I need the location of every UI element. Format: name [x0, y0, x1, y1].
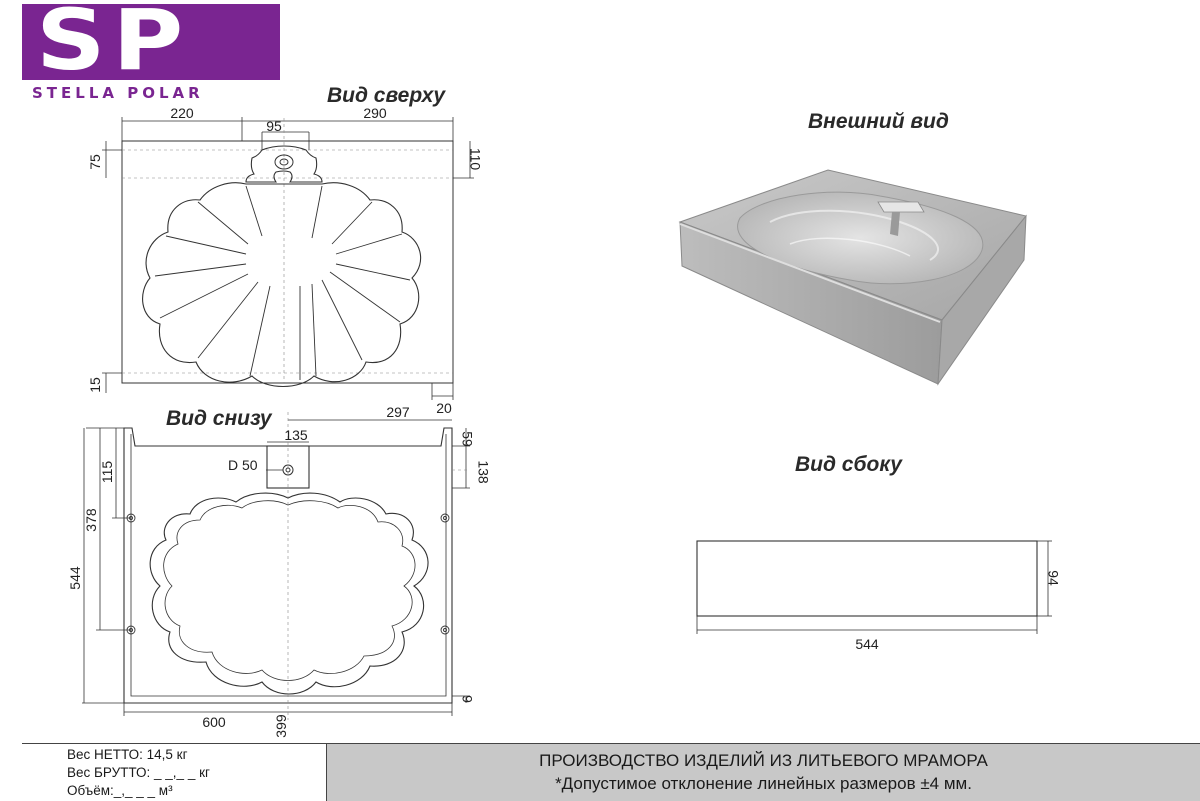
- dim-544: 544: [67, 566, 83, 590]
- dim-95: 95: [266, 118, 282, 134]
- dim-75: 75: [87, 154, 103, 170]
- dim-110: 110: [467, 148, 483, 171]
- tolerance-note: *Допустимое отклонение линейных размеров…: [555, 774, 972, 793]
- top-view-dimensions: 220 95 290 110 75 15 20: [87, 105, 483, 416]
- logo-badge: [22, 4, 280, 80]
- dim-220: 220: [170, 105, 194, 121]
- bottom-view-outline: [123, 427, 453, 704]
- drain-diameter-label: D 50: [228, 457, 258, 473]
- dim-side-544: 544: [855, 636, 879, 652]
- logo-letters: SP: [36, 0, 191, 89]
- volume: Объём:_,_ _ _ м³: [67, 783, 173, 798]
- dim-59: 59: [459, 431, 475, 447]
- bottom-view-title: Вид снизу: [166, 407, 272, 430]
- side-view-outline: [696, 540, 1038, 617]
- side-view-dimensions: 544 94: [855, 570, 1061, 652]
- dim-297: 297: [386, 404, 410, 420]
- dim-399: 399: [273, 714, 289, 738]
- production-heading: ПРОИЗВОДСТВО ИЗДЕЛИЙ ИЗ ЛИТЬЕВОГО МРАМОР…: [539, 751, 988, 770]
- dim-138: 138: [475, 460, 491, 484]
- top-view-outline: [121, 140, 454, 384]
- top-view-title: Вид сверху: [327, 84, 445, 107]
- side-view: [696, 540, 1052, 634]
- side-view-title: Вид сбоку: [795, 453, 902, 476]
- spec-panel: Вес НЕТТО: 14,5 кг Вес БРУТТО: _ _,_ _ к…: [22, 743, 327, 801]
- exterior-view-title: Внешний вид: [808, 110, 949, 133]
- dim-135: 135: [284, 427, 308, 443]
- manufacturer-panel: ПРОИЗВОДСТВО ИЗДЕЛИЙ ИЗ ЛИТЬЕВОГО МРАМОР…: [327, 743, 1200, 801]
- dim-600: 600: [202, 714, 226, 730]
- bottom-view: [82, 412, 470, 720]
- dim-side-94: 94: [1045, 570, 1061, 586]
- dim-15: 15: [87, 377, 103, 393]
- dim-20: 20: [436, 400, 452, 416]
- drain-boss: [266, 445, 310, 489]
- dim-115: 115: [99, 461, 115, 484]
- top-view: [102, 117, 474, 400]
- logo-brand-name: STELLA POLAR: [32, 84, 204, 102]
- bottom-view-dimensions: 297 135 59 138 115 378 544 600 399 9 D 5…: [67, 404, 491, 738]
- dim-9: 9: [459, 695, 475, 703]
- net-weight: Вес НЕТТО: 14,5 кг: [67, 747, 188, 762]
- sink-product-image: [678, 169, 1027, 386]
- gross-weight: Вес БРУТТО: _ _,_ _ кг: [67, 765, 210, 780]
- dim-378: 378: [83, 508, 99, 532]
- dim-290: 290: [363, 105, 387, 121]
- technical-drawing: 220 95 290 110 75 15 20: [67, 105, 1061, 738]
